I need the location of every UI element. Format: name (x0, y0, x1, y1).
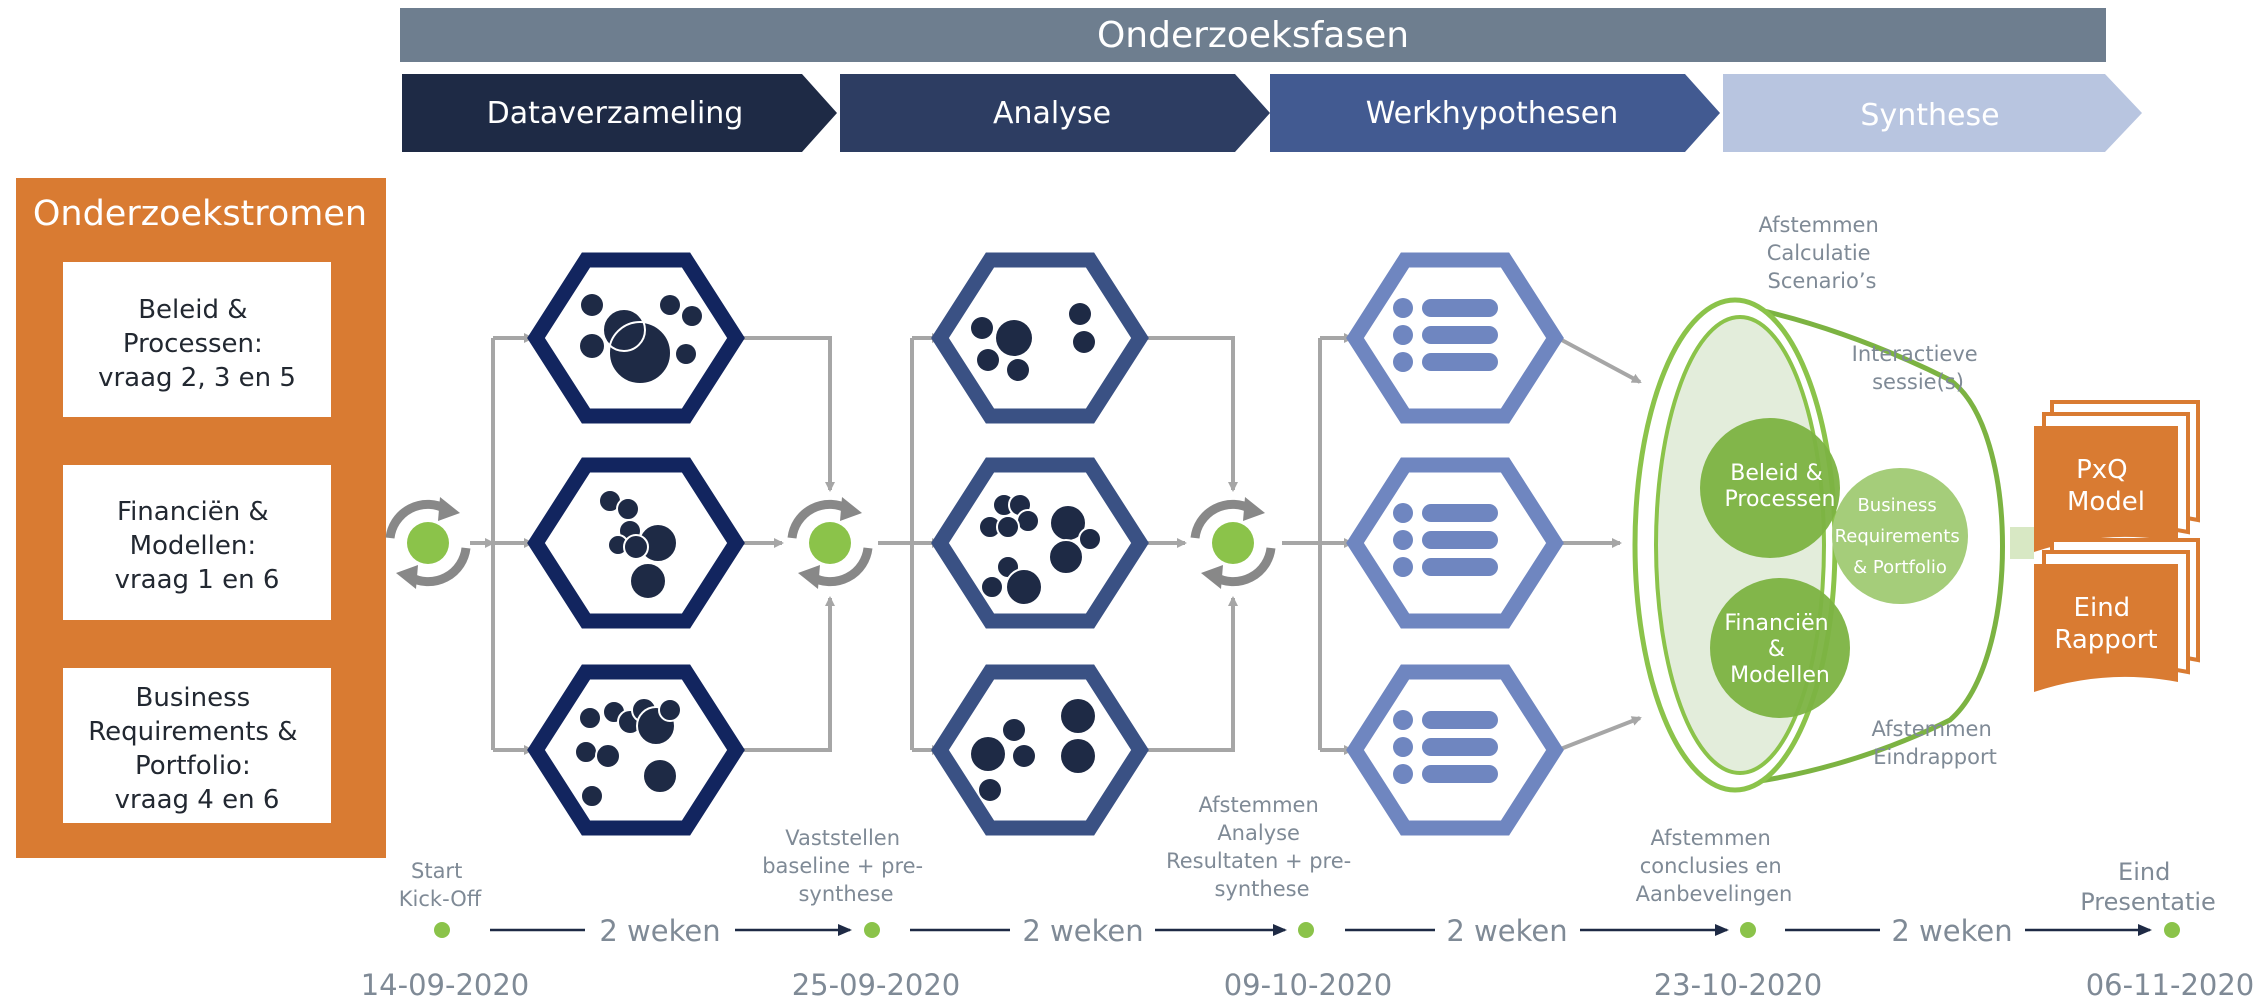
milestone-label-2: Vaststellen baseline + pre- synthese (762, 826, 930, 906)
hexagon-analyse-1 (931, 252, 1149, 424)
hexagon-analyse-2 (931, 457, 1149, 629)
svg-text:PxQ Model: PxQ Model (2067, 455, 2145, 517)
milestone-label-4: Afstemmen conclusies en Aanbevelingen (1636, 826, 1793, 906)
funnel-circle-business (1832, 468, 1968, 604)
milestone-label-5: Eind Presentatie (2080, 858, 2216, 916)
milestone-label-3: Afstemmen Analyse Resultaten + pre- synt… (1166, 793, 1358, 901)
hexagon-werkhypothesen-2 (1346, 457, 1564, 629)
svg-text:Synthese: Synthese (1860, 98, 1999, 133)
flow-connectors (470, 333, 1642, 755)
streams-title: Onderzoekstromen (33, 194, 367, 234)
output-document-rapport: Eind Rapport (2034, 538, 2200, 692)
milestone-date-3: 09-10-2020 (1224, 968, 1393, 1000)
svg-text:Werkhypothesen: Werkhypothesen (1366, 96, 1619, 131)
note-calculatie: Afstemmen Calculatie Scenario’s (1759, 213, 1886, 293)
cycle-icon-merge-2 (1190, 497, 1276, 589)
output-document-pxq: PxQ Model (2034, 400, 2200, 552)
stream-box-business (63, 668, 331, 823)
duration-4: 2 weken (1891, 914, 2012, 948)
header-title: Onderzoeksfasen (1097, 15, 1409, 56)
hexagon-werkhypothesen-3 (1346, 664, 1564, 836)
phase-chevrons: Dataverzameling Analyse Werkhypothesen S… (402, 74, 2142, 152)
note-interactieve: Interactieve sessie(s) (1852, 342, 1985, 394)
funnel-circle-financien (1710, 578, 1850, 718)
funnel-notes: Afstemmen Calculatie Scenario’s Interact… (1759, 213, 1999, 769)
streams-panel: Onderzoekstromen Beleid & Processen: vra… (16, 178, 386, 858)
note-eindrapport: Afstemmen Eindrapport (1872, 717, 1999, 769)
stream-box-beleid (63, 262, 331, 417)
hexagon-dataverzameling-3 (527, 664, 745, 836)
duration-2: 2 weken (1022, 914, 1143, 948)
svg-text:Eind Rapport: Eind Rapport (2054, 593, 2157, 655)
milestone-date-1: 14-09-2020 (361, 968, 530, 1000)
phase-chevron-synthese: Synthese (1723, 74, 2142, 152)
stream-text-business: Business Requirements & Portfolio: vraag… (88, 683, 306, 815)
milestone-date-5: 06-11-2020 (2086, 968, 2255, 1000)
hexagon-dataverzameling-1 (527, 252, 745, 424)
milestone-label-1: Start Kick-Off (399, 859, 482, 911)
timeline: Start Kick-Off Vaststellen baseline + pr… (361, 793, 2255, 1000)
hexagon-werkhypothesen-1 (1346, 252, 1564, 424)
milestone-dot-4 (1740, 922, 1756, 938)
hexagon-dataverzameling-2 (527, 457, 745, 629)
cycle-icon-merge-1 (787, 497, 873, 589)
milestone-dot-5 (2164, 922, 2180, 938)
milestone-dot-2 (864, 922, 880, 938)
milestone-date-4: 23-10-2020 (1654, 968, 1823, 1000)
duration-1: 2 weken (599, 914, 720, 948)
svg-text:Beleid & Processen: Beleid & Processen (1725, 461, 1836, 512)
duration-3: 2 weken (1446, 914, 1567, 948)
phase-chevron-werkhypothesen: Werkhypothesen (1270, 74, 1720, 152)
milestone-dot-3 (1298, 922, 1314, 938)
svg-text:Analyse: Analyse (993, 96, 1111, 131)
header-bar: Onderzoeksfasen (400, 8, 2106, 62)
svg-text:Business Requirements: Business Requirements & Portfolio (1835, 495, 1966, 578)
svg-text:Financiën & Modell: Financiën & Modellen (1724, 611, 1835, 688)
hexagon-analyse-3 (931, 664, 1149, 836)
svg-text:Dataverzameling: Dataverzameling (487, 96, 744, 131)
phase-chevron-analyse: Analyse (840, 74, 1270, 152)
synthesis-funnel: Beleid & Processen Financiën & Modellen … (1632, 297, 2034, 793)
cycle-icon-start (385, 497, 471, 589)
stream-box-financien (63, 465, 331, 620)
phase-chevron-dataverzameling: Dataverzameling (402, 74, 837, 152)
milestone-dot-1 (434, 922, 450, 938)
funnel-circle-beleid (1700, 418, 1840, 558)
stream-text-financien: Financiën & Modellen: vraag 1 en 6 (115, 497, 280, 595)
stream-text-beleid: Beleid & Processen: vraag 2, 3 en 5 (98, 295, 296, 393)
milestone-date-2: 25-09-2020 (792, 968, 961, 1000)
